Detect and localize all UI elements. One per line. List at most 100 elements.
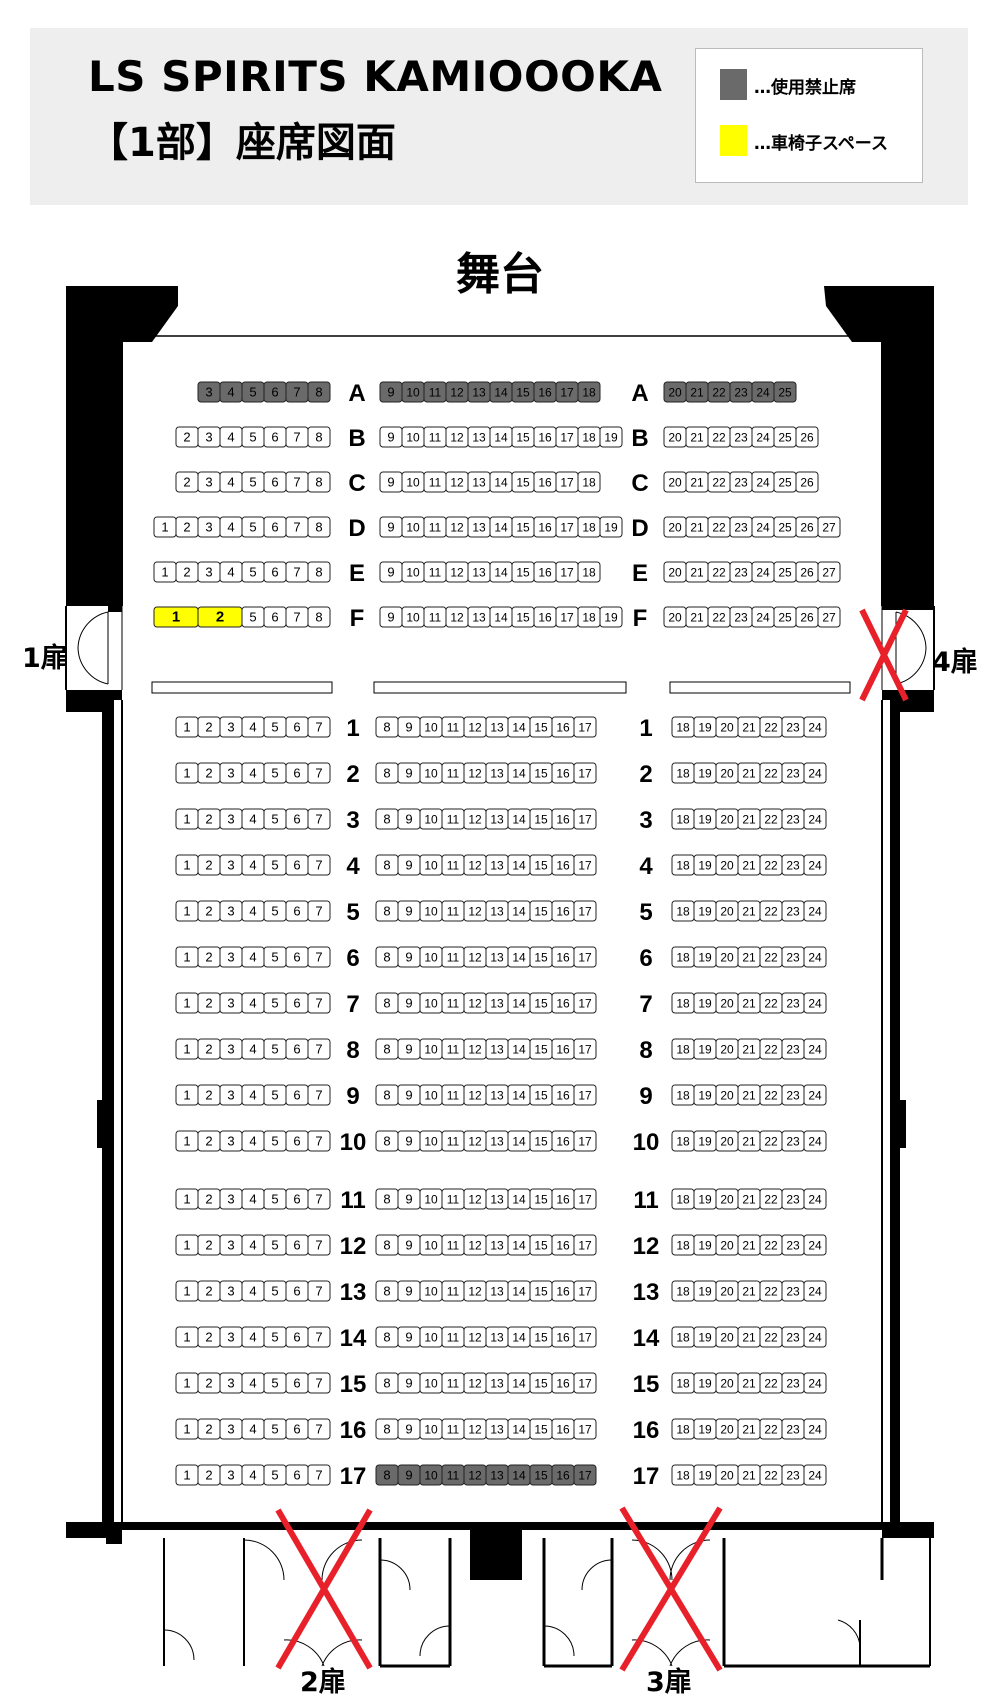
row-2-center-seat-17[interactable]: 17 [573, 762, 597, 784]
row-a-left-seat-8[interactable]: 8 [307, 381, 331, 403]
row-f-right-seat-23[interactable]: 23 [729, 606, 753, 628]
row-15-center-seat-9[interactable]: 9 [397, 1372, 421, 1394]
row-f-center-seat-10[interactable]: 10 [401, 606, 425, 628]
row-c-center-seat-18[interactable]: 18 [577, 471, 601, 493]
row-b-left-seat-5[interactable]: 5 [241, 426, 265, 448]
row-9-center-seat-10[interactable]: 10 [419, 1084, 443, 1106]
row-6-right-seat-22[interactable]: 22 [759, 946, 783, 968]
row-3-right-seat-18[interactable]: 18 [671, 808, 695, 830]
row-5-left-seat-6[interactable]: 6 [285, 900, 309, 922]
row-5-center-seat-9[interactable]: 9 [397, 900, 421, 922]
row-e-left-seat-5[interactable]: 5 [241, 561, 265, 583]
row-a-right-seat-20[interactable]: 20 [663, 381, 687, 403]
row-3-center-seat-17[interactable]: 17 [573, 808, 597, 830]
row-15-right-seat-24[interactable]: 24 [803, 1372, 827, 1394]
row-f-right-seat-20[interactable]: 20 [663, 606, 687, 628]
row-d-right-seat-20[interactable]: 20 [663, 516, 687, 538]
row-9-right-seat-24[interactable]: 24 [803, 1084, 827, 1106]
row-13-right-seat-19[interactable]: 19 [693, 1280, 717, 1302]
row-6-center-seat-16[interactable]: 16 [551, 946, 575, 968]
row-c-left-seat-6[interactable]: 6 [263, 471, 287, 493]
row-17-center-seat-13[interactable]: 13 [485, 1464, 509, 1486]
row-3-right-seat-23[interactable]: 23 [781, 808, 805, 830]
row-12-center-seat-9[interactable]: 9 [397, 1234, 421, 1256]
row-12-right-seat-20[interactable]: 20 [715, 1234, 739, 1256]
row-7-left-seat-6[interactable]: 6 [285, 992, 309, 1014]
row-9-left-seat-6[interactable]: 6 [285, 1084, 309, 1106]
row-2-center-seat-15[interactable]: 15 [529, 762, 553, 784]
row-9-right-seat-20[interactable]: 20 [715, 1084, 739, 1106]
row-15-center-seat-11[interactable]: 11 [441, 1372, 465, 1394]
row-1-center-seat-15[interactable]: 15 [529, 716, 553, 738]
row-1-right-seat-18[interactable]: 18 [671, 716, 695, 738]
row-b-right-seat-26[interactable]: 26 [795, 426, 819, 448]
row-1-left-seat-2[interactable]: 2 [197, 716, 221, 738]
row-13-right-seat-21[interactable]: 21 [737, 1280, 761, 1302]
row-12-left-seat-7[interactable]: 7 [307, 1234, 331, 1256]
row-c-center-seat-14[interactable]: 14 [489, 471, 513, 493]
row-14-right-seat-23[interactable]: 23 [781, 1326, 805, 1348]
row-2-right-seat-22[interactable]: 22 [759, 762, 783, 784]
row-10-center-seat-14[interactable]: 14 [507, 1130, 531, 1152]
row-7-right-seat-22[interactable]: 22 [759, 992, 783, 1014]
row-12-right-seat-23[interactable]: 23 [781, 1234, 805, 1256]
row-5-right-seat-22[interactable]: 22 [759, 900, 783, 922]
row-b-center-seat-14[interactable]: 14 [489, 426, 513, 448]
row-d-center-seat-11[interactable]: 11 [423, 516, 447, 538]
row-16-center-seat-10[interactable]: 10 [419, 1418, 443, 1440]
row-6-left-seat-6[interactable]: 6 [285, 946, 309, 968]
row-a-right-seat-25[interactable]: 25 [773, 381, 797, 403]
row-11-right-seat-19[interactable]: 19 [693, 1188, 717, 1210]
row-c-left-seat-2[interactable]: 2 [175, 471, 199, 493]
row-11-center-seat-9[interactable]: 9 [397, 1188, 421, 1210]
row-a-center-seat-14[interactable]: 14 [489, 381, 513, 403]
row-15-left-seat-6[interactable]: 6 [285, 1372, 309, 1394]
row-a-center-seat-10[interactable]: 10 [401, 381, 425, 403]
row-4-right-seat-20[interactable]: 20 [715, 854, 739, 876]
row-a-center-seat-18[interactable]: 18 [577, 381, 601, 403]
row-16-center-seat-9[interactable]: 9 [397, 1418, 421, 1440]
row-14-right-seat-24[interactable]: 24 [803, 1326, 827, 1348]
row-1-center-seat-12[interactable]: 12 [463, 716, 487, 738]
row-10-left-seat-6[interactable]: 6 [285, 1130, 309, 1152]
row-3-left-seat-7[interactable]: 7 [307, 808, 331, 830]
row-4-center-seat-12[interactable]: 12 [463, 854, 487, 876]
row-d-right-seat-22[interactable]: 22 [707, 516, 731, 538]
row-11-right-seat-20[interactable]: 20 [715, 1188, 739, 1210]
row-f-right-seat-25[interactable]: 25 [773, 606, 797, 628]
row-6-right-seat-23[interactable]: 23 [781, 946, 805, 968]
row-3-right-seat-19[interactable]: 19 [693, 808, 717, 830]
row-10-left-seat-7[interactable]: 7 [307, 1130, 331, 1152]
row-16-right-seat-24[interactable]: 24 [803, 1418, 827, 1440]
row-8-left-seat-1[interactable]: 1 [175, 1038, 199, 1060]
row-9-center-seat-17[interactable]: 17 [573, 1084, 597, 1106]
row-14-left-seat-5[interactable]: 5 [263, 1326, 287, 1348]
row-b-center-seat-16[interactable]: 16 [533, 426, 557, 448]
row-17-center-seat-12[interactable]: 12 [463, 1464, 487, 1486]
row-d-right-seat-25[interactable]: 25 [773, 516, 797, 538]
row-a-center-seat-15[interactable]: 15 [511, 381, 535, 403]
row-14-center-seat-15[interactable]: 15 [529, 1326, 553, 1348]
row-a-right-seat-22[interactable]: 22 [707, 381, 731, 403]
row-5-right-seat-23[interactable]: 23 [781, 900, 805, 922]
row-1-left-seat-1[interactable]: 1 [175, 716, 199, 738]
row-8-center-seat-11[interactable]: 11 [441, 1038, 465, 1060]
row-7-center-seat-16[interactable]: 16 [551, 992, 575, 1014]
row-10-left-seat-4[interactable]: 4 [241, 1130, 265, 1152]
row-1-left-seat-6[interactable]: 6 [285, 716, 309, 738]
row-e-left-seat-6[interactable]: 6 [263, 561, 287, 583]
row-15-center-seat-14[interactable]: 14 [507, 1372, 531, 1394]
row-15-center-seat-17[interactable]: 17 [573, 1372, 597, 1394]
row-1-left-seat-4[interactable]: 4 [241, 716, 265, 738]
row-6-right-seat-18[interactable]: 18 [671, 946, 695, 968]
row-11-right-seat-24[interactable]: 24 [803, 1188, 827, 1210]
door-3[interactable] [619, 1506, 723, 1672]
row-17-right-seat-20[interactable]: 20 [715, 1464, 739, 1486]
row-b-left-seat-6[interactable]: 6 [263, 426, 287, 448]
row-2-right-seat-21[interactable]: 21 [737, 762, 761, 784]
row-1-center-seat-17[interactable]: 17 [573, 716, 597, 738]
row-1-left-seat-7[interactable]: 7 [307, 716, 331, 738]
row-e-left-seat-8[interactable]: 8 [307, 561, 331, 583]
row-4-center-seat-9[interactable]: 9 [397, 854, 421, 876]
row-7-left-seat-7[interactable]: 7 [307, 992, 331, 1014]
